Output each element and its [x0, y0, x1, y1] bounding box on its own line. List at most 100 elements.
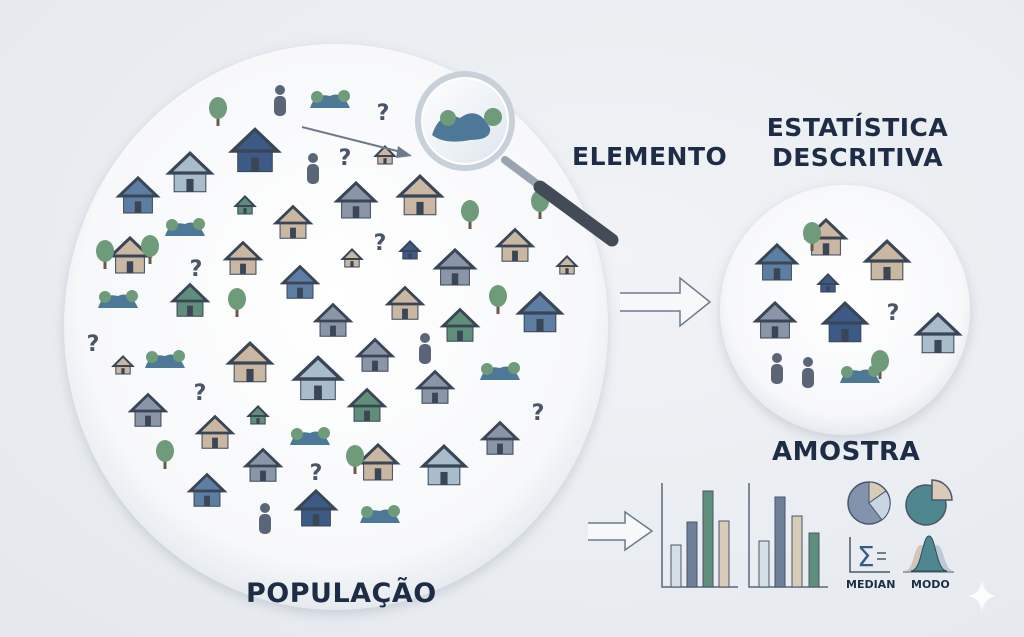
tree-icon [141, 235, 159, 264]
bush-icon [840, 365, 880, 383]
pie-chart-icon [847, 481, 891, 525]
house-icon [333, 180, 379, 219]
svg-text:Σ: Σ [857, 540, 875, 573]
mode-label: MODO [911, 578, 950, 591]
house-icon [398, 240, 422, 260]
question-mark-icon: ? [532, 401, 545, 426]
tree-icon [228, 288, 246, 317]
house-icon [228, 127, 282, 173]
tree-icon [461, 200, 479, 229]
house-icon [494, 227, 536, 262]
question-mark-icon: ? [374, 231, 387, 256]
house-icon [194, 414, 236, 449]
pointer-arrow-head [396, 146, 412, 158]
population-label: POPULAÇÃO [246, 578, 437, 609]
median-label: MEDIAN [846, 578, 896, 591]
tree-icon [156, 440, 174, 469]
svg-text:?: ? [532, 401, 545, 426]
descriptive-line-1: ESTATÍSTICA [766, 113, 949, 142]
house-icon [555, 255, 579, 275]
question-mark-icon: ? [310, 461, 323, 486]
house-icon [752, 300, 798, 339]
bar-chart-bar-icon [758, 540, 770, 588]
bar-chart-bar-icon [791, 515, 803, 588]
person-icon [274, 85, 286, 116]
house-icon [272, 204, 314, 239]
person-icon [419, 333, 431, 364]
descriptive-line-2: DESCRITIVA [771, 143, 944, 172]
bar-chart-bar-icon [702, 490, 714, 588]
question-mark-icon: ? [339, 146, 352, 171]
house-icon [186, 472, 228, 507]
house-icon [355, 442, 401, 481]
house-icon [115, 175, 161, 214]
bush-icon [98, 290, 138, 308]
pointer-arrow-line [301, 126, 406, 154]
house-icon [414, 369, 456, 404]
tree-icon [489, 285, 507, 314]
element-label: ELEMENTO [572, 142, 728, 171]
house-icon [169, 282, 211, 317]
bush-icon [290, 427, 330, 445]
pie-chart-icon [905, 479, 953, 526]
sigma-icon: Σ [849, 537, 890, 573]
tree-icon [96, 240, 114, 269]
house-icon [395, 173, 445, 216]
bar-chart-bar-icon [774, 496, 786, 588]
tree-icon [803, 222, 821, 251]
house-icon [279, 264, 321, 299]
sparkle-icon [968, 580, 996, 612]
house-icon [432, 247, 478, 286]
magnifier-icon [415, 71, 619, 247]
svg-text:?: ? [190, 257, 203, 282]
svg-text:?: ? [339, 146, 352, 171]
question-mark-icon: ? [190, 257, 203, 282]
house-icon [340, 248, 364, 268]
house-icon [111, 355, 135, 375]
house-icon [312, 302, 354, 337]
bush-icon [480, 362, 520, 380]
house-icon [820, 300, 870, 343]
house-icon [346, 387, 388, 422]
bar-chart-bar-icon [686, 521, 698, 588]
house-icon [439, 307, 481, 342]
house-icon [165, 150, 215, 193]
question-mark-icon: ? [87, 332, 100, 357]
question-mark-icon: ? [377, 101, 390, 126]
house-icon [754, 242, 800, 281]
house-icon [225, 340, 275, 383]
house-icon [419, 443, 469, 486]
house-icon [816, 273, 840, 293]
svg-text:?: ? [194, 381, 207, 406]
house-icon [913, 311, 963, 354]
bar-chart-bar-icon [808, 532, 820, 588]
question-mark-icon: ? [194, 381, 207, 406]
bar-chart-bar-icon [670, 544, 682, 588]
person-icon [259, 503, 271, 534]
house-icon [127, 392, 169, 427]
house-icon [515, 290, 565, 333]
house-icon [242, 447, 284, 482]
arrow-to-sample [620, 276, 712, 328]
person-icon [771, 353, 783, 384]
svg-text:?: ? [310, 461, 323, 486]
bush-icon [310, 90, 350, 108]
distribution-curve-icon [903, 535, 954, 573]
house-icon [222, 240, 264, 275]
house-icon [293, 488, 339, 527]
svg-text:?: ? [87, 332, 100, 357]
house-icon [233, 195, 257, 215]
house-icon [291, 355, 345, 401]
house-icon [384, 285, 426, 320]
tree-icon [209, 97, 227, 126]
house-icon [354, 337, 396, 372]
person-icon [802, 357, 814, 388]
descriptive-statistics-label: ESTATÍSTICA DESCRITIVA [765, 113, 950, 173]
house-icon [862, 238, 912, 281]
bar-chart-bar-icon [718, 520, 730, 588]
question-mark-icon: ? [887, 301, 900, 326]
bush-icon [145, 350, 185, 368]
sample-label: AMOSTRA [772, 437, 921, 467]
svg-text:?: ? [377, 101, 390, 126]
